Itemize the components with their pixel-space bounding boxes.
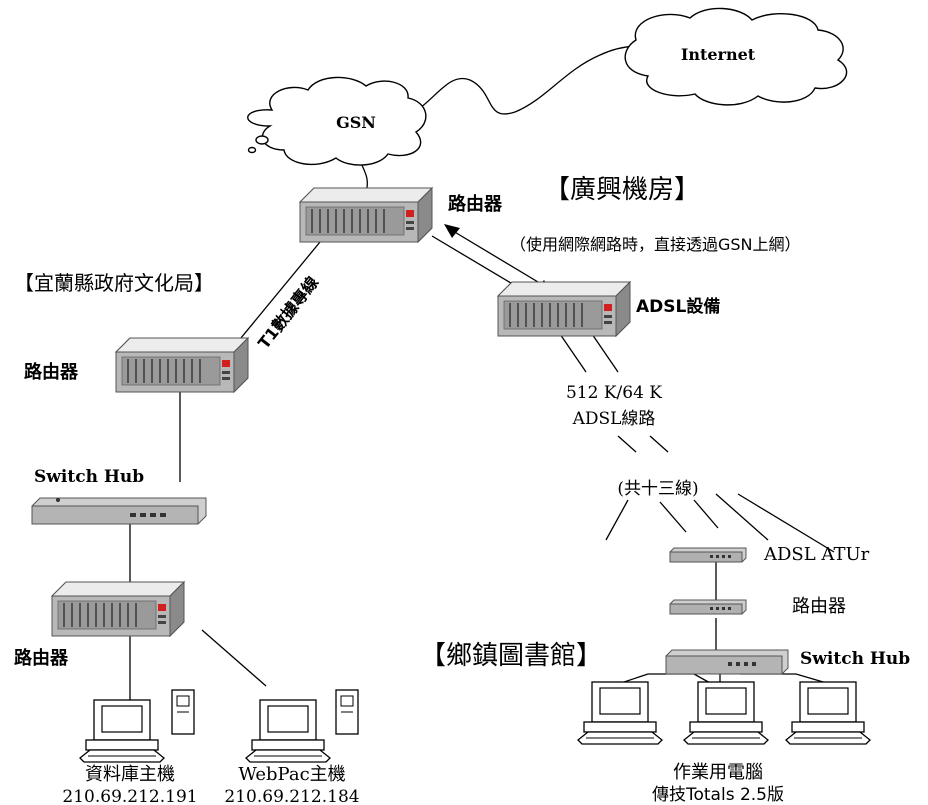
work-pc-name: 作業用電腦 — [673, 762, 763, 783]
gsn-cloud — [247, 76, 427, 166]
switch-hub-right-device — [665, 649, 789, 675]
t1-line-label: T1數據專線 — [254, 273, 322, 353]
switch-hub-left-device — [31, 497, 207, 525]
gsn-label: GSN — [336, 113, 376, 132]
router-right-label: 路由器 — [792, 596, 846, 617]
adsl-device-label: ADSL設備 — [636, 296, 720, 317]
section-yilan: 【宜蘭縣政府文化局】 — [14, 271, 214, 295]
db-host-ip: 210.69.212.191 — [62, 787, 197, 805]
switch-hub-left-label: Switch Hub — [34, 467, 144, 487]
router-top-label: 路由器 — [448, 193, 503, 215]
adsl-speed-label: 512 K/64 K — [566, 383, 662, 403]
adsl-atur-device — [669, 547, 747, 563]
router-left-label: 路由器 — [24, 361, 79, 383]
switch-hub-right-label: Switch Hub — [800, 649, 910, 669]
router-note-label: （使用網際網路時，直接透過GSN上網） — [510, 235, 801, 254]
left-router-device — [115, 337, 249, 393]
webpac-host-name: WebPac主機 — [238, 764, 345, 785]
top-router-device — [299, 187, 433, 243]
db-host-computer — [79, 689, 195, 763]
work-pc-software: 傳技Totals 2.5版 — [652, 785, 784, 805]
line-count-label: (共十三線) — [617, 479, 698, 499]
work-pc-2 — [683, 681, 769, 745]
webpac-host-computer — [245, 689, 359, 763]
work-pc-1 — [577, 681, 663, 745]
db-host-name: 資料庫主機 — [85, 764, 175, 785]
router-bottom-left-label: 路由器 — [14, 647, 69, 669]
internet-gsn-link — [401, 45, 641, 117]
adsl-atur-label: ADSL ATUr — [763, 544, 870, 565]
adsl-device — [497, 281, 631, 337]
internet-cloud — [624, 7, 848, 106]
work-pc-3 — [785, 681, 871, 745]
section-township: 【鄉鎮圖書館】 — [420, 641, 602, 671]
webpac-host-ip: 210.69.212.184 — [224, 787, 359, 805]
section-guangxing: 【廣興機房】 — [544, 175, 700, 205]
t1-link — [235, 241, 321, 345]
internet-label: Internet — [681, 45, 756, 64]
bottom-left-router-device — [51, 581, 185, 637]
right-router-device — [669, 599, 747, 615]
adsl-line-label: ADSL線路 — [572, 409, 656, 429]
